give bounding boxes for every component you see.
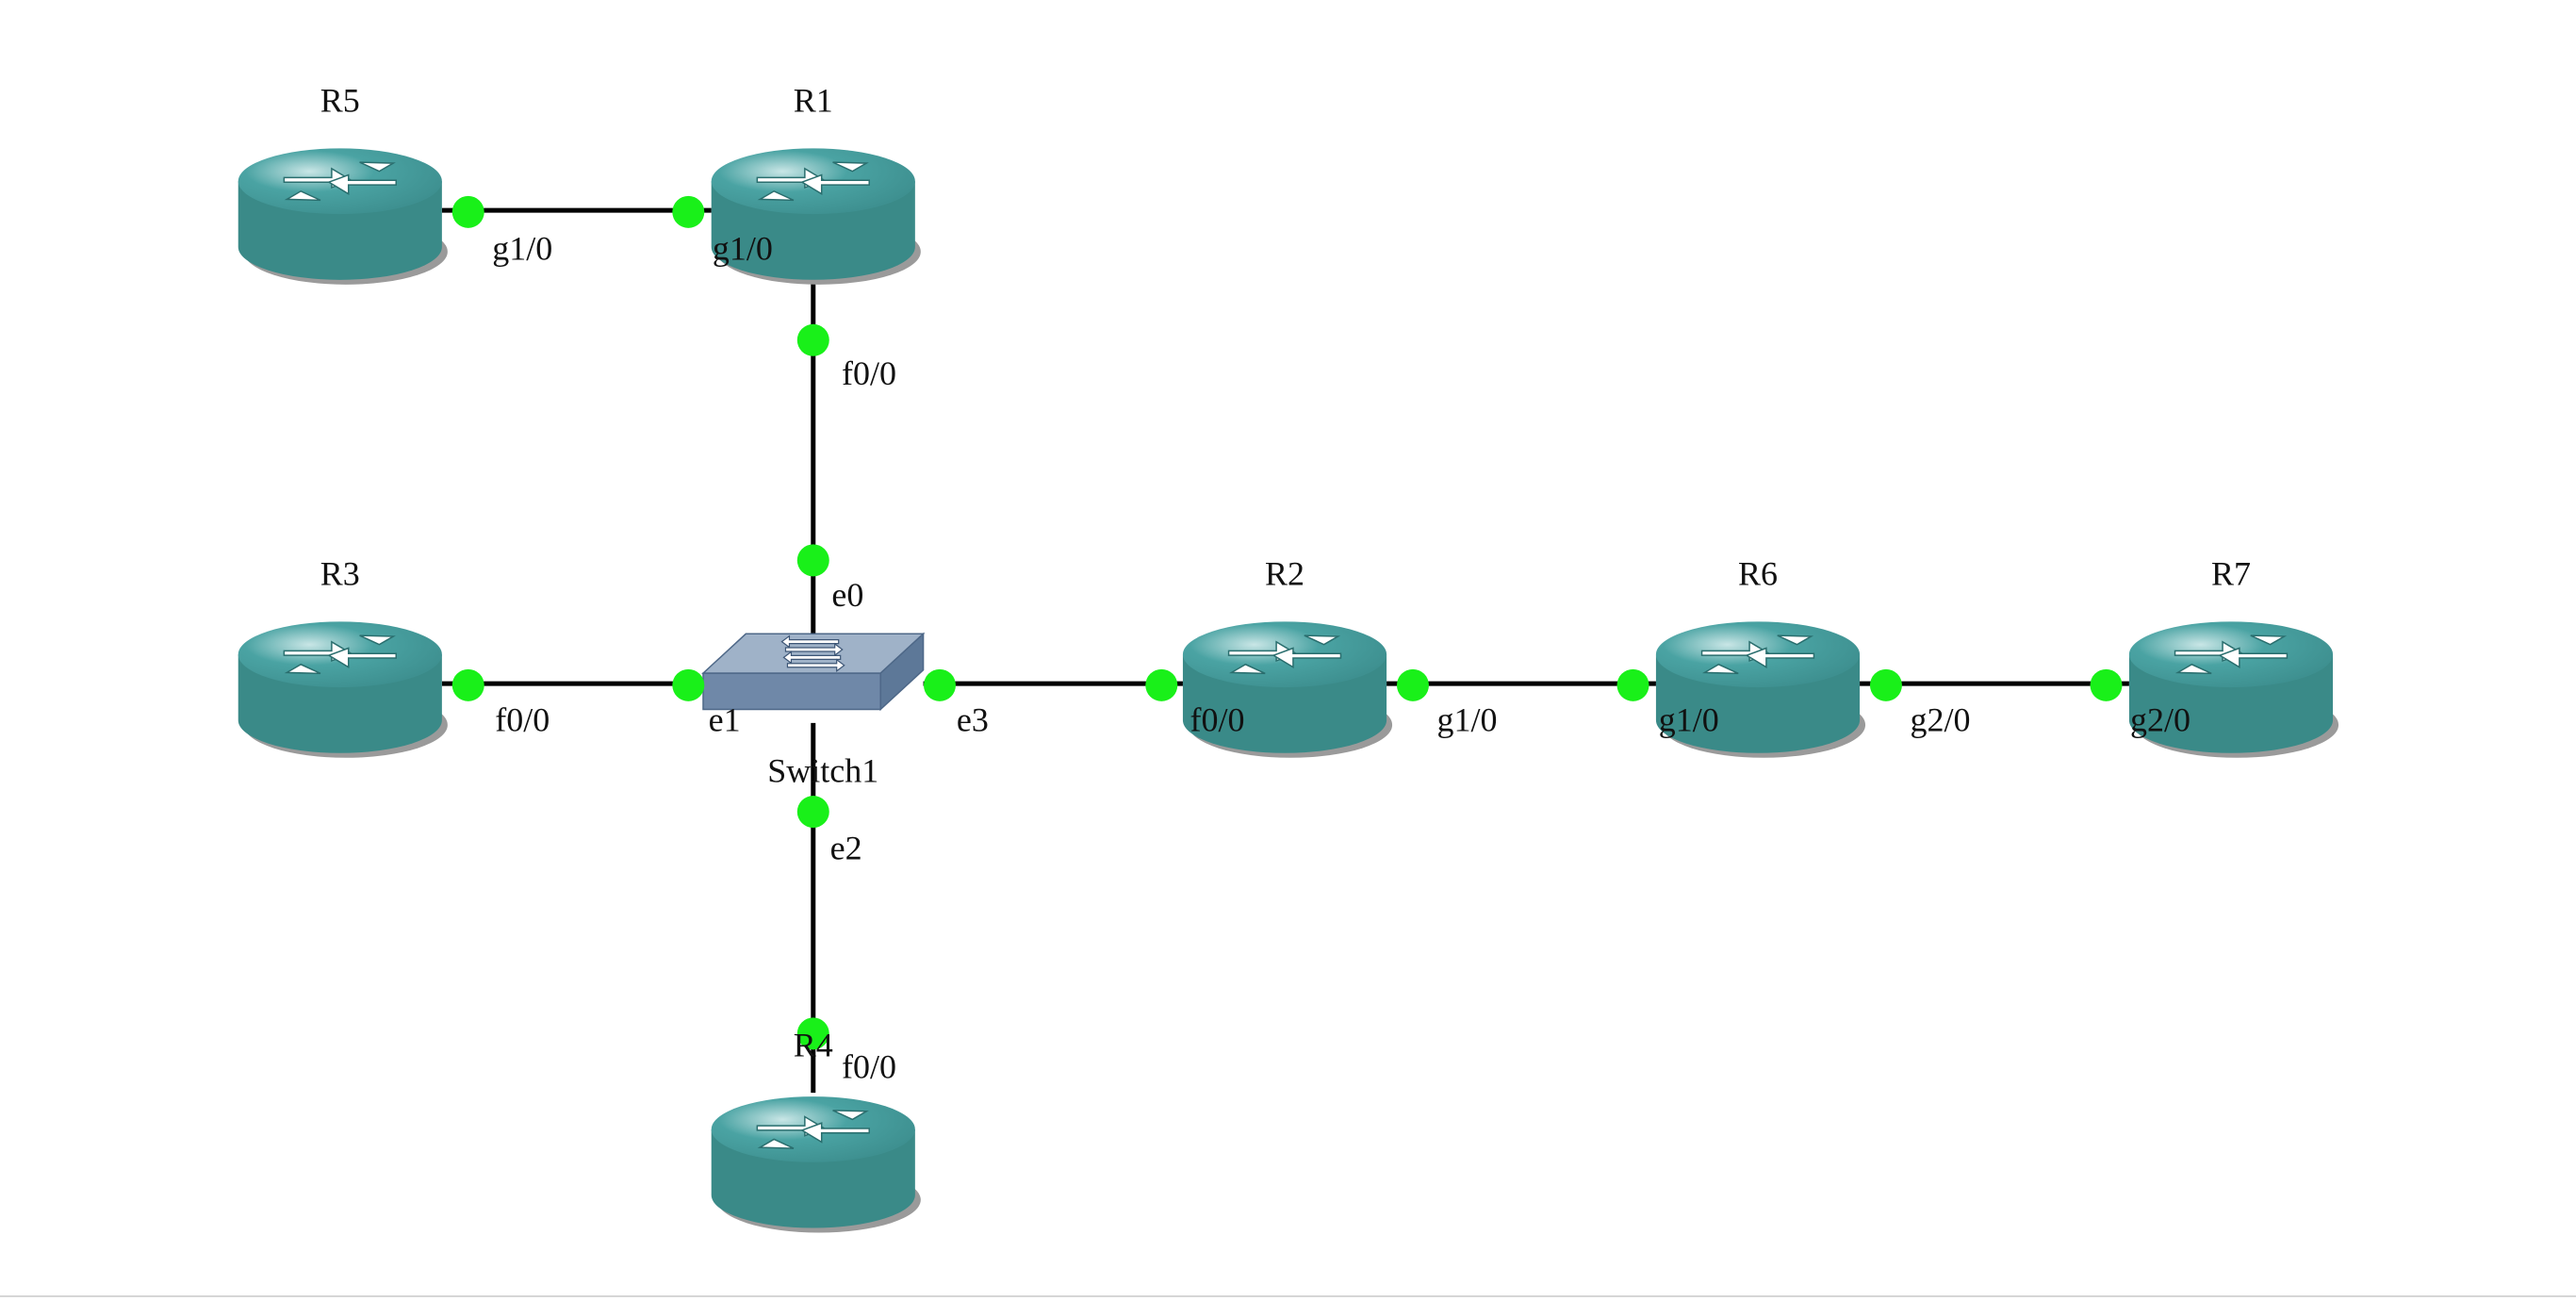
switch-icon-switch1[interactable] bbox=[701, 632, 926, 712]
port-label: f0/0 bbox=[495, 701, 550, 739]
port-dot-r2[interactable] bbox=[1145, 668, 1178, 701]
port-label: f0/0 bbox=[1190, 701, 1245, 739]
port-dot-sw1[interactable] bbox=[796, 796, 829, 829]
port-dot-r2[interactable] bbox=[1396, 668, 1429, 701]
port-label: g1/0 bbox=[1436, 701, 1497, 739]
port-label: g1/0 bbox=[492, 229, 552, 267]
device-label-r2: R2 bbox=[1265, 555, 1304, 593]
port-label: f0/0 bbox=[842, 354, 896, 392]
device-label-r4: R4 bbox=[794, 1027, 833, 1064]
port-dot-r6[interactable] bbox=[1616, 668, 1649, 701]
device-label-r6: R6 bbox=[1738, 555, 1778, 593]
port-dot-r7[interactable] bbox=[2090, 668, 2123, 701]
port-dot-r4[interactable] bbox=[796, 1017, 829, 1050]
port-dot-r5[interactable] bbox=[451, 195, 484, 228]
device-label-r1: R1 bbox=[794, 82, 833, 120]
device-label-r3: R3 bbox=[320, 555, 360, 593]
port-dot-r6[interactable] bbox=[1869, 668, 1902, 701]
router-icon-r4[interactable] bbox=[711, 1096, 921, 1233]
port-label: e3 bbox=[957, 701, 989, 739]
device-label-r5: R5 bbox=[320, 82, 360, 120]
port-dot-r3[interactable] bbox=[451, 668, 484, 701]
port-dot-sw1[interactable] bbox=[796, 544, 829, 577]
port-dot-r1[interactable] bbox=[672, 195, 705, 228]
port-dot-sw1[interactable] bbox=[672, 668, 705, 701]
router-icon-r2[interactable] bbox=[1182, 621, 1393, 758]
router-icon-r7[interactable] bbox=[2128, 621, 2339, 758]
port-dots-layer bbox=[451, 195, 2123, 1050]
router-icon-r5[interactable] bbox=[238, 148, 448, 285]
devices-layer bbox=[238, 148, 2339, 1233]
port-label: g1/0 bbox=[713, 229, 773, 267]
router-icon-r1[interactable] bbox=[711, 148, 921, 285]
bottom-border bbox=[0, 1295, 2576, 1297]
device-label-r7: R7 bbox=[2211, 555, 2251, 593]
port-label: e1 bbox=[709, 701, 741, 739]
router-icon-r3[interactable] bbox=[238, 621, 448, 758]
router-icon-r6[interactable] bbox=[1655, 621, 1866, 758]
port-label: e2 bbox=[830, 830, 862, 867]
port-label: g2/0 bbox=[1910, 701, 1970, 739]
port-label: g2/0 bbox=[2130, 701, 2190, 739]
port-label: g1/0 bbox=[1659, 701, 1719, 739]
port-dot-r1[interactable] bbox=[796, 323, 829, 356]
port-label: f0/0 bbox=[842, 1047, 896, 1085]
port-label: e0 bbox=[831, 576, 863, 614]
device-label-sw1: Switch1 bbox=[767, 752, 878, 790]
port-dot-sw1[interactable] bbox=[923, 668, 956, 701]
